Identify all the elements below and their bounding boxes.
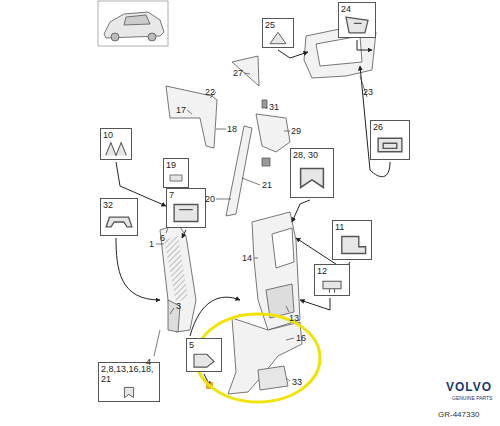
upper-trim (166, 86, 217, 148)
callout-number: 29 (291, 126, 301, 136)
foam-block (258, 366, 288, 390)
part-icon (341, 14, 373, 36)
part-icon (189, 350, 219, 370)
car-thumbnail (98, 1, 168, 46)
callout-number: 28, 30 (293, 150, 331, 160)
callout-number: 21 (262, 180, 272, 190)
callout-number: 7 (169, 190, 203, 200)
inset-box: 10 (100, 128, 132, 160)
callout-number: 3 (176, 301, 181, 311)
callout-number: 13 (289, 313, 299, 323)
drawing-number: GR-447330 (438, 410, 479, 419)
callout-number: 2,8,13,16,18, 21 (101, 364, 157, 384)
inset-box: 11 (332, 220, 372, 260)
part-icon (101, 384, 157, 400)
callout-number: 12 (317, 266, 347, 276)
callout-number: 31 (269, 102, 279, 112)
inset-box: 2,8,13,16,18, 21 (98, 362, 160, 402)
callout-number: 11 (335, 222, 369, 232)
lower-b-pillar-trim (228, 318, 302, 394)
callout-number: 27 (233, 68, 243, 78)
part-icon (373, 132, 407, 158)
callout-number: 18 (227, 124, 237, 134)
part-icon (293, 160, 331, 196)
part-icon (166, 170, 186, 186)
callout-number: 25 (265, 20, 291, 30)
callout-number: 16 (296, 333, 306, 343)
part-icon (103, 140, 129, 158)
callout-number: 24 (341, 4, 373, 14)
b-pillar-trim (252, 212, 300, 330)
inset-box: 32 (100, 198, 138, 236)
part-icon (335, 232, 369, 258)
callout-number: 33 (292, 377, 302, 387)
callout-number: 26 (373, 122, 407, 132)
callout-number: 6 (160, 233, 165, 243)
inset-box: 24 (338, 2, 376, 38)
trim-cap (232, 56, 259, 86)
handle-trim (256, 114, 290, 152)
inset-box: 25 (262, 18, 294, 48)
callout-number: 10 (103, 130, 129, 140)
inset-box: 7 (166, 188, 206, 228)
brand-logo: VOLVO (446, 381, 492, 394)
part-icon (317, 276, 347, 294)
callout-number: 14 (242, 253, 252, 263)
callout-number: 1 (149, 239, 154, 249)
brand-tagline: GENUINE PARTS (452, 395, 492, 401)
inset-box: 12 (314, 264, 350, 296)
inset-box: 28, 30 (290, 148, 334, 198)
callout-number: 32 (103, 200, 135, 210)
inset-box: 5 (186, 338, 222, 372)
callout-number: 5 (189, 340, 219, 350)
part-icon (103, 210, 135, 234)
callout-number: 4 (146, 357, 151, 367)
callout-number: 20 (205, 194, 215, 204)
callout-number: 19 (166, 160, 186, 170)
callout-number: 23 (363, 87, 373, 97)
reference-arrows (116, 40, 390, 386)
lower-a-pillar-trim (160, 224, 196, 332)
part-icon (169, 200, 203, 226)
callout-number: 22 (205, 87, 215, 97)
inset-box: 19 (163, 158, 189, 188)
callout-number: 17 (176, 105, 186, 115)
inset-box: 26 (370, 120, 410, 160)
pillar-strip (226, 126, 252, 216)
part-icon (265, 30, 291, 46)
